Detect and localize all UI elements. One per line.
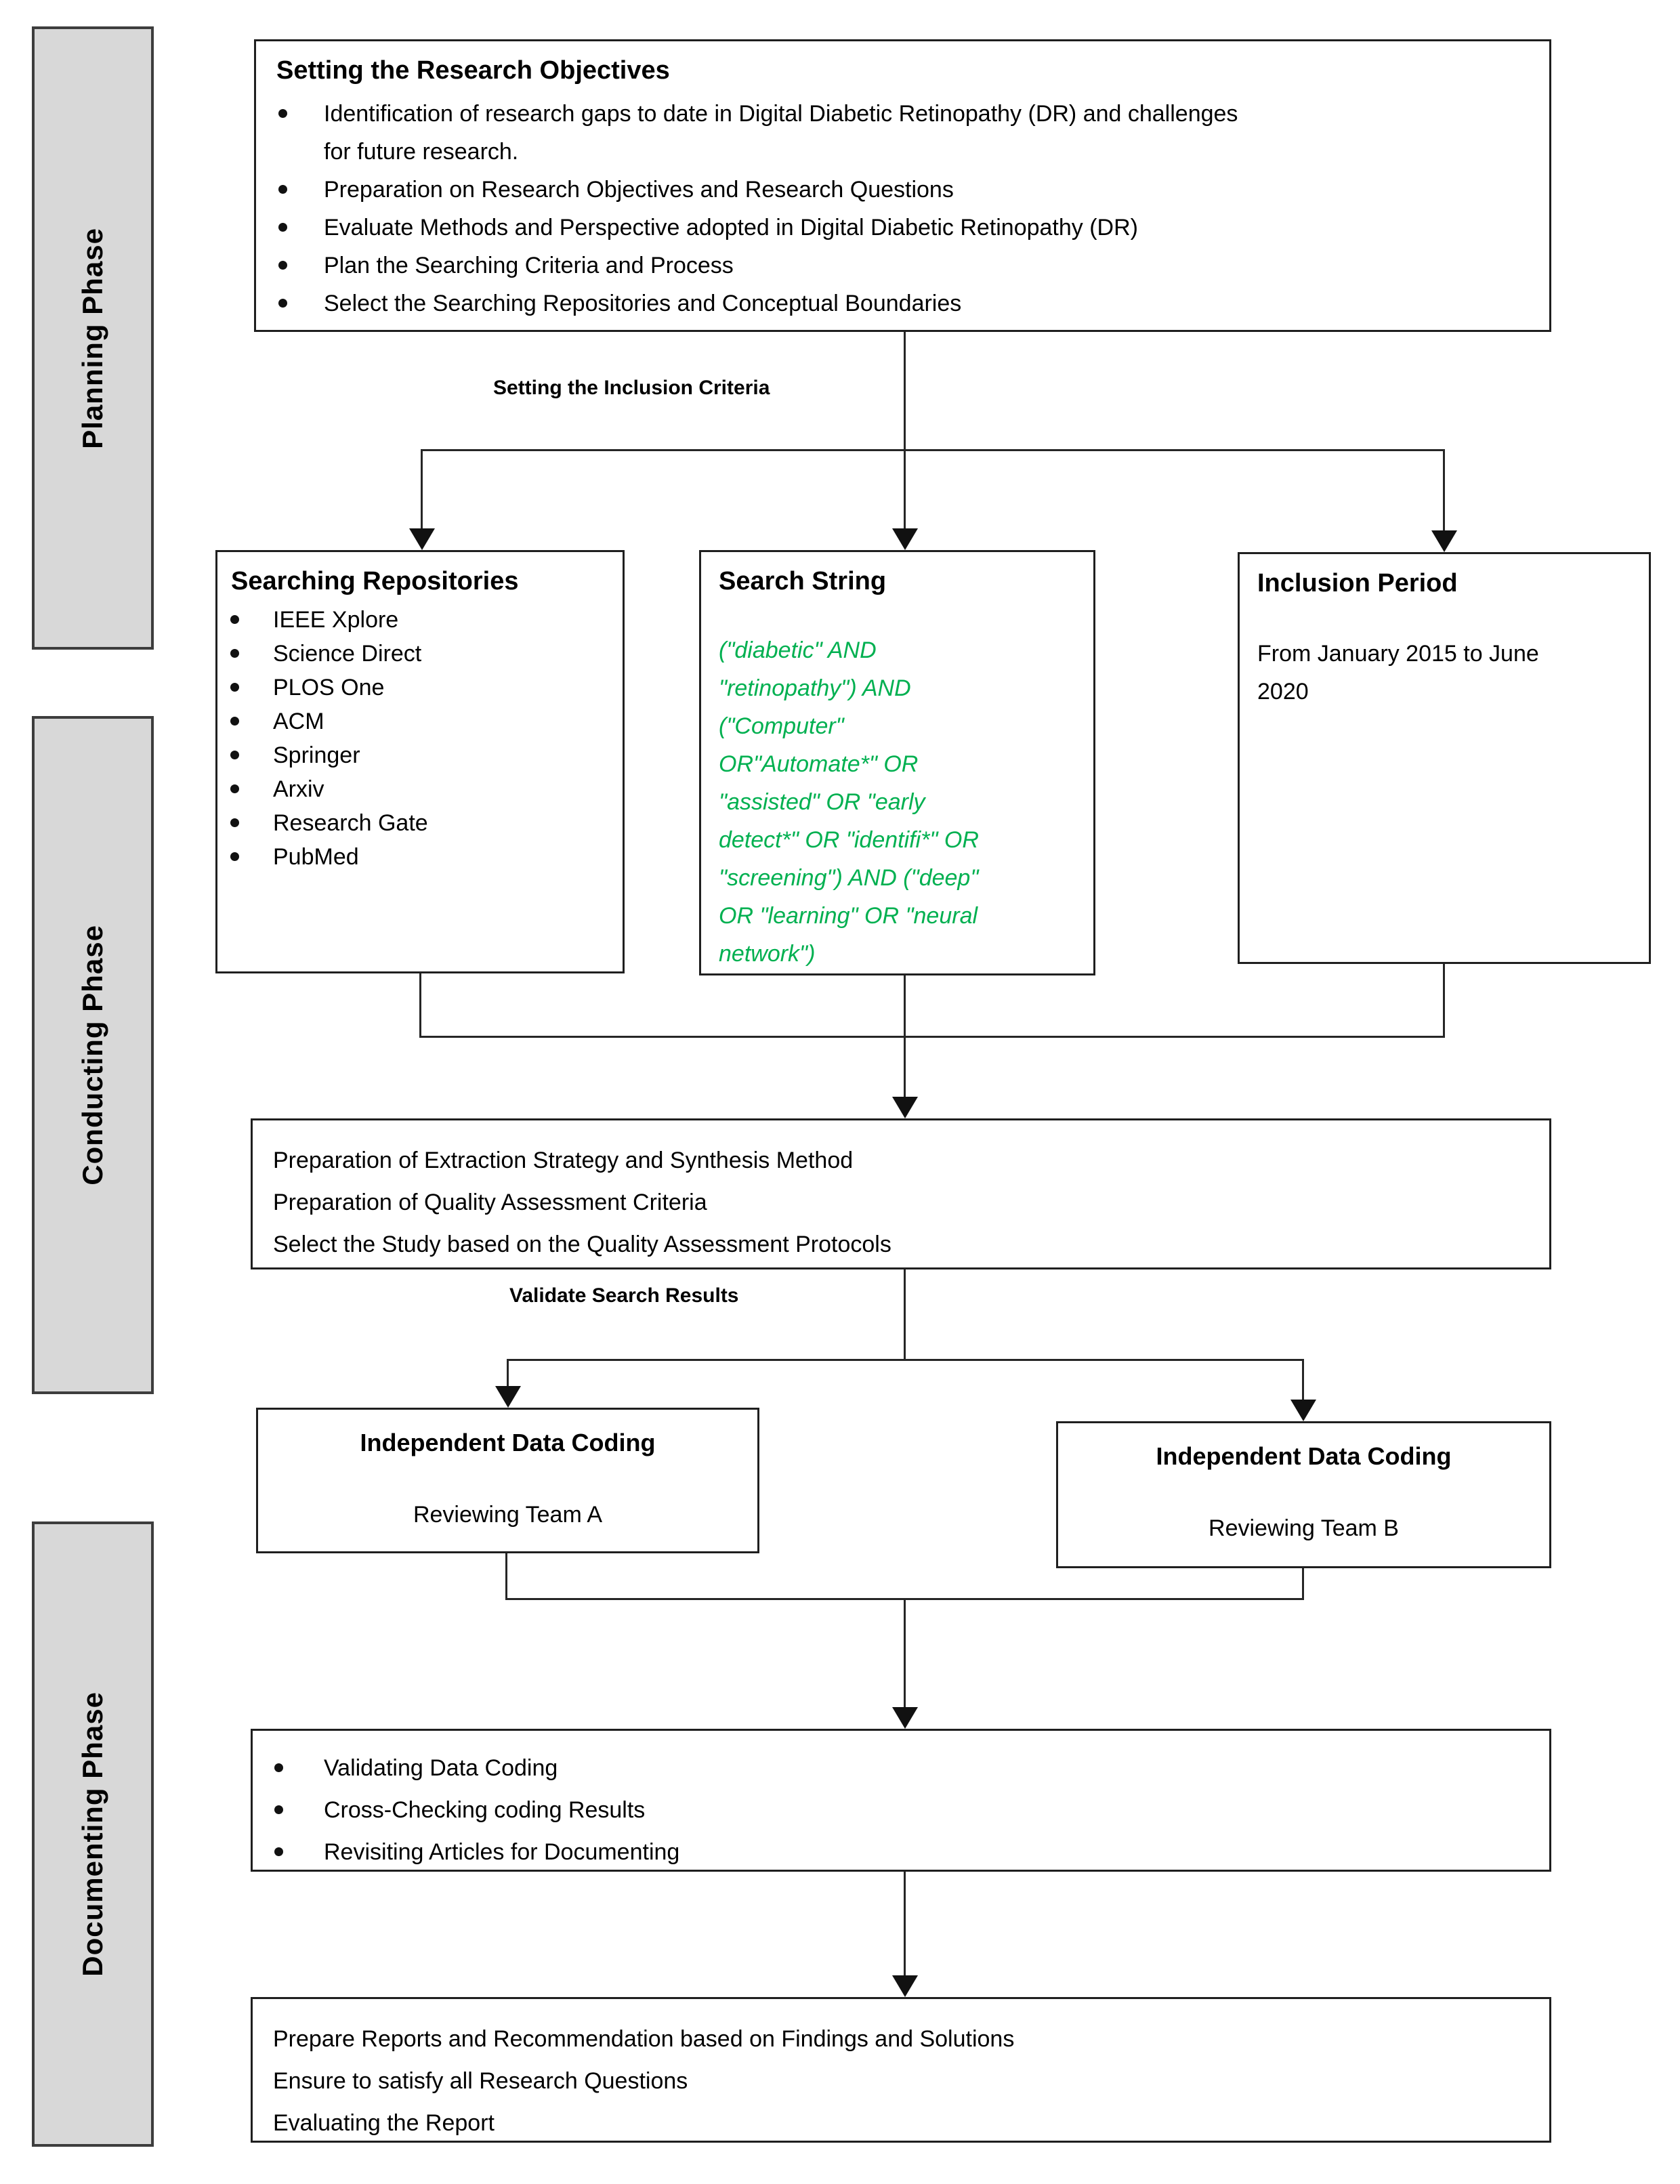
arrow-down-icon (1431, 530, 1457, 552)
repository-item: Springer (230, 738, 606, 772)
objective-item: Select the Searching Repositories and Co… (278, 285, 1525, 322)
validation-list: Validating Data Coding Cross-Checking co… (273, 1747, 1522, 1873)
validation-item: Revisiting Articles for Documenting (274, 1831, 1522, 1873)
connector-left-merge (419, 973, 421, 1038)
validation-box: Validating Data Coding Cross-Checking co… (251, 1729, 1551, 1872)
arrow-down-icon (892, 1097, 918, 1118)
arrow-down-icon (1290, 1400, 1316, 1421)
coding-box-team-a: Independent Data Coding Reviewing Team A (256, 1408, 759, 1553)
connector-to-preparation (904, 1036, 906, 1098)
connector-coding-a-merge (505, 1553, 507, 1600)
connector-branch-top (421, 449, 1445, 451)
report-box: Prepare Reports and Recommendation based… (251, 1997, 1551, 2143)
research-objectives-title: Setting the Research Objectives (276, 56, 670, 85)
inclusion-period-text: From January 2015 to June 2020 (1257, 641, 1539, 705)
repository-item: PubMed (230, 840, 606, 874)
repositories-title: Searching Repositories (231, 567, 519, 595)
repository-item: Arxiv (230, 772, 606, 806)
search-query-text: ("diabetic" AND "retinopathy") AND ("Com… (719, 637, 979, 967)
coding-a-team: Reviewing Team A (413, 1502, 603, 1528)
phase-documenting-label: Documenting Phase (77, 1692, 108, 1977)
arrow-down-icon (495, 1386, 521, 1408)
search-string-box: Search String ("diabetic" AND "retinopat… (699, 550, 1095, 975)
connector-top-center (904, 332, 906, 532)
repository-item: PLOS One (230, 671, 606, 705)
connector-to-report (904, 1872, 906, 1977)
inclusion-criteria-label: Setting the Inclusion Criteria (493, 377, 770, 399)
coding-a-title: Independent Data Coding (360, 1429, 656, 1456)
coding-b-team: Reviewing Team B (1209, 1515, 1399, 1541)
objective-item: Preparation on Research Objectives and R… (278, 171, 1525, 209)
arrow-down-icon (409, 528, 435, 550)
repositories-list: IEEE Xplore Science Direct PLOS One ACM … (230, 603, 606, 874)
research-objectives-list: Identification of research gaps to date … (276, 95, 1525, 322)
phase-documenting: Documenting Phase (32, 1521, 154, 2147)
preparation-line: Preparation of Extraction Strategy and S… (273, 1148, 854, 1173)
arrow-down-icon (892, 1975, 918, 1997)
connector-coding-b-drop (1302, 1359, 1304, 1401)
report-line: Evaluating the Report (273, 2110, 495, 2136)
phase-conducting-label: Conducting Phase (77, 925, 108, 1185)
coding-box-team-b: Independent Data Coding Reviewing Team B (1056, 1421, 1551, 1568)
connector-branch-coding (507, 1359, 1304, 1361)
objective-item: Identification of research gaps to date … (278, 95, 1525, 171)
preparation-box: Preparation of Extraction Strategy and S… (251, 1118, 1551, 1269)
arrow-down-icon (892, 1707, 918, 1729)
repositories-box: Searching Repositories IEEE Xplore Scien… (215, 550, 625, 973)
connector-merge-bar (419, 1036, 1445, 1038)
repository-item: IEEE Xplore (230, 603, 606, 637)
report-line: Prepare Reports and Recommendation based… (273, 2026, 1015, 2052)
phase-conducting: Conducting Phase (32, 716, 154, 1394)
repository-item: Research Gate (230, 806, 606, 840)
connector-right-merge (1443, 964, 1445, 1038)
connector-to-validation (904, 1598, 906, 1708)
search-string-title: Search String (719, 567, 887, 595)
inclusion-period-title: Inclusion Period (1257, 569, 1458, 597)
research-objectives-box: Setting the Research Objectives Identifi… (254, 39, 1551, 332)
phase-planning-label: Planning Phase (77, 227, 108, 449)
connector-prep-down (904, 1269, 906, 1361)
validate-results-label: Validate Search Results (509, 1284, 739, 1307)
objective-item: Evaluate Methods and Perspective adopted… (278, 209, 1525, 247)
connector-coding-a-drop (507, 1359, 509, 1387)
connector-left-drop (421, 449, 423, 532)
inclusion-period-box: Inclusion Period From January 2015 to Ju… (1238, 552, 1651, 964)
arrow-down-icon (892, 528, 918, 550)
repository-item: Science Direct (230, 637, 606, 671)
report-line: Ensure to satisfy all Research Questions (273, 2068, 688, 2094)
validation-item: Validating Data Coding (274, 1747, 1522, 1789)
repository-item: ACM (230, 705, 606, 738)
validation-item: Cross-Checking coding Results (274, 1789, 1522, 1831)
connector-coding-b-merge (1302, 1568, 1304, 1600)
connector-right-drop (1443, 449, 1445, 532)
preparation-line: Preparation of Quality Assessment Criter… (273, 1190, 707, 1215)
preparation-line: Select the Study based on the Quality As… (273, 1232, 891, 1257)
connector-center-merge (904, 975, 906, 1038)
objective-item: Plan the Searching Criteria and Process (278, 247, 1525, 285)
coding-b-title: Independent Data Coding (1156, 1442, 1452, 1470)
phase-planning: Planning Phase (32, 26, 154, 650)
